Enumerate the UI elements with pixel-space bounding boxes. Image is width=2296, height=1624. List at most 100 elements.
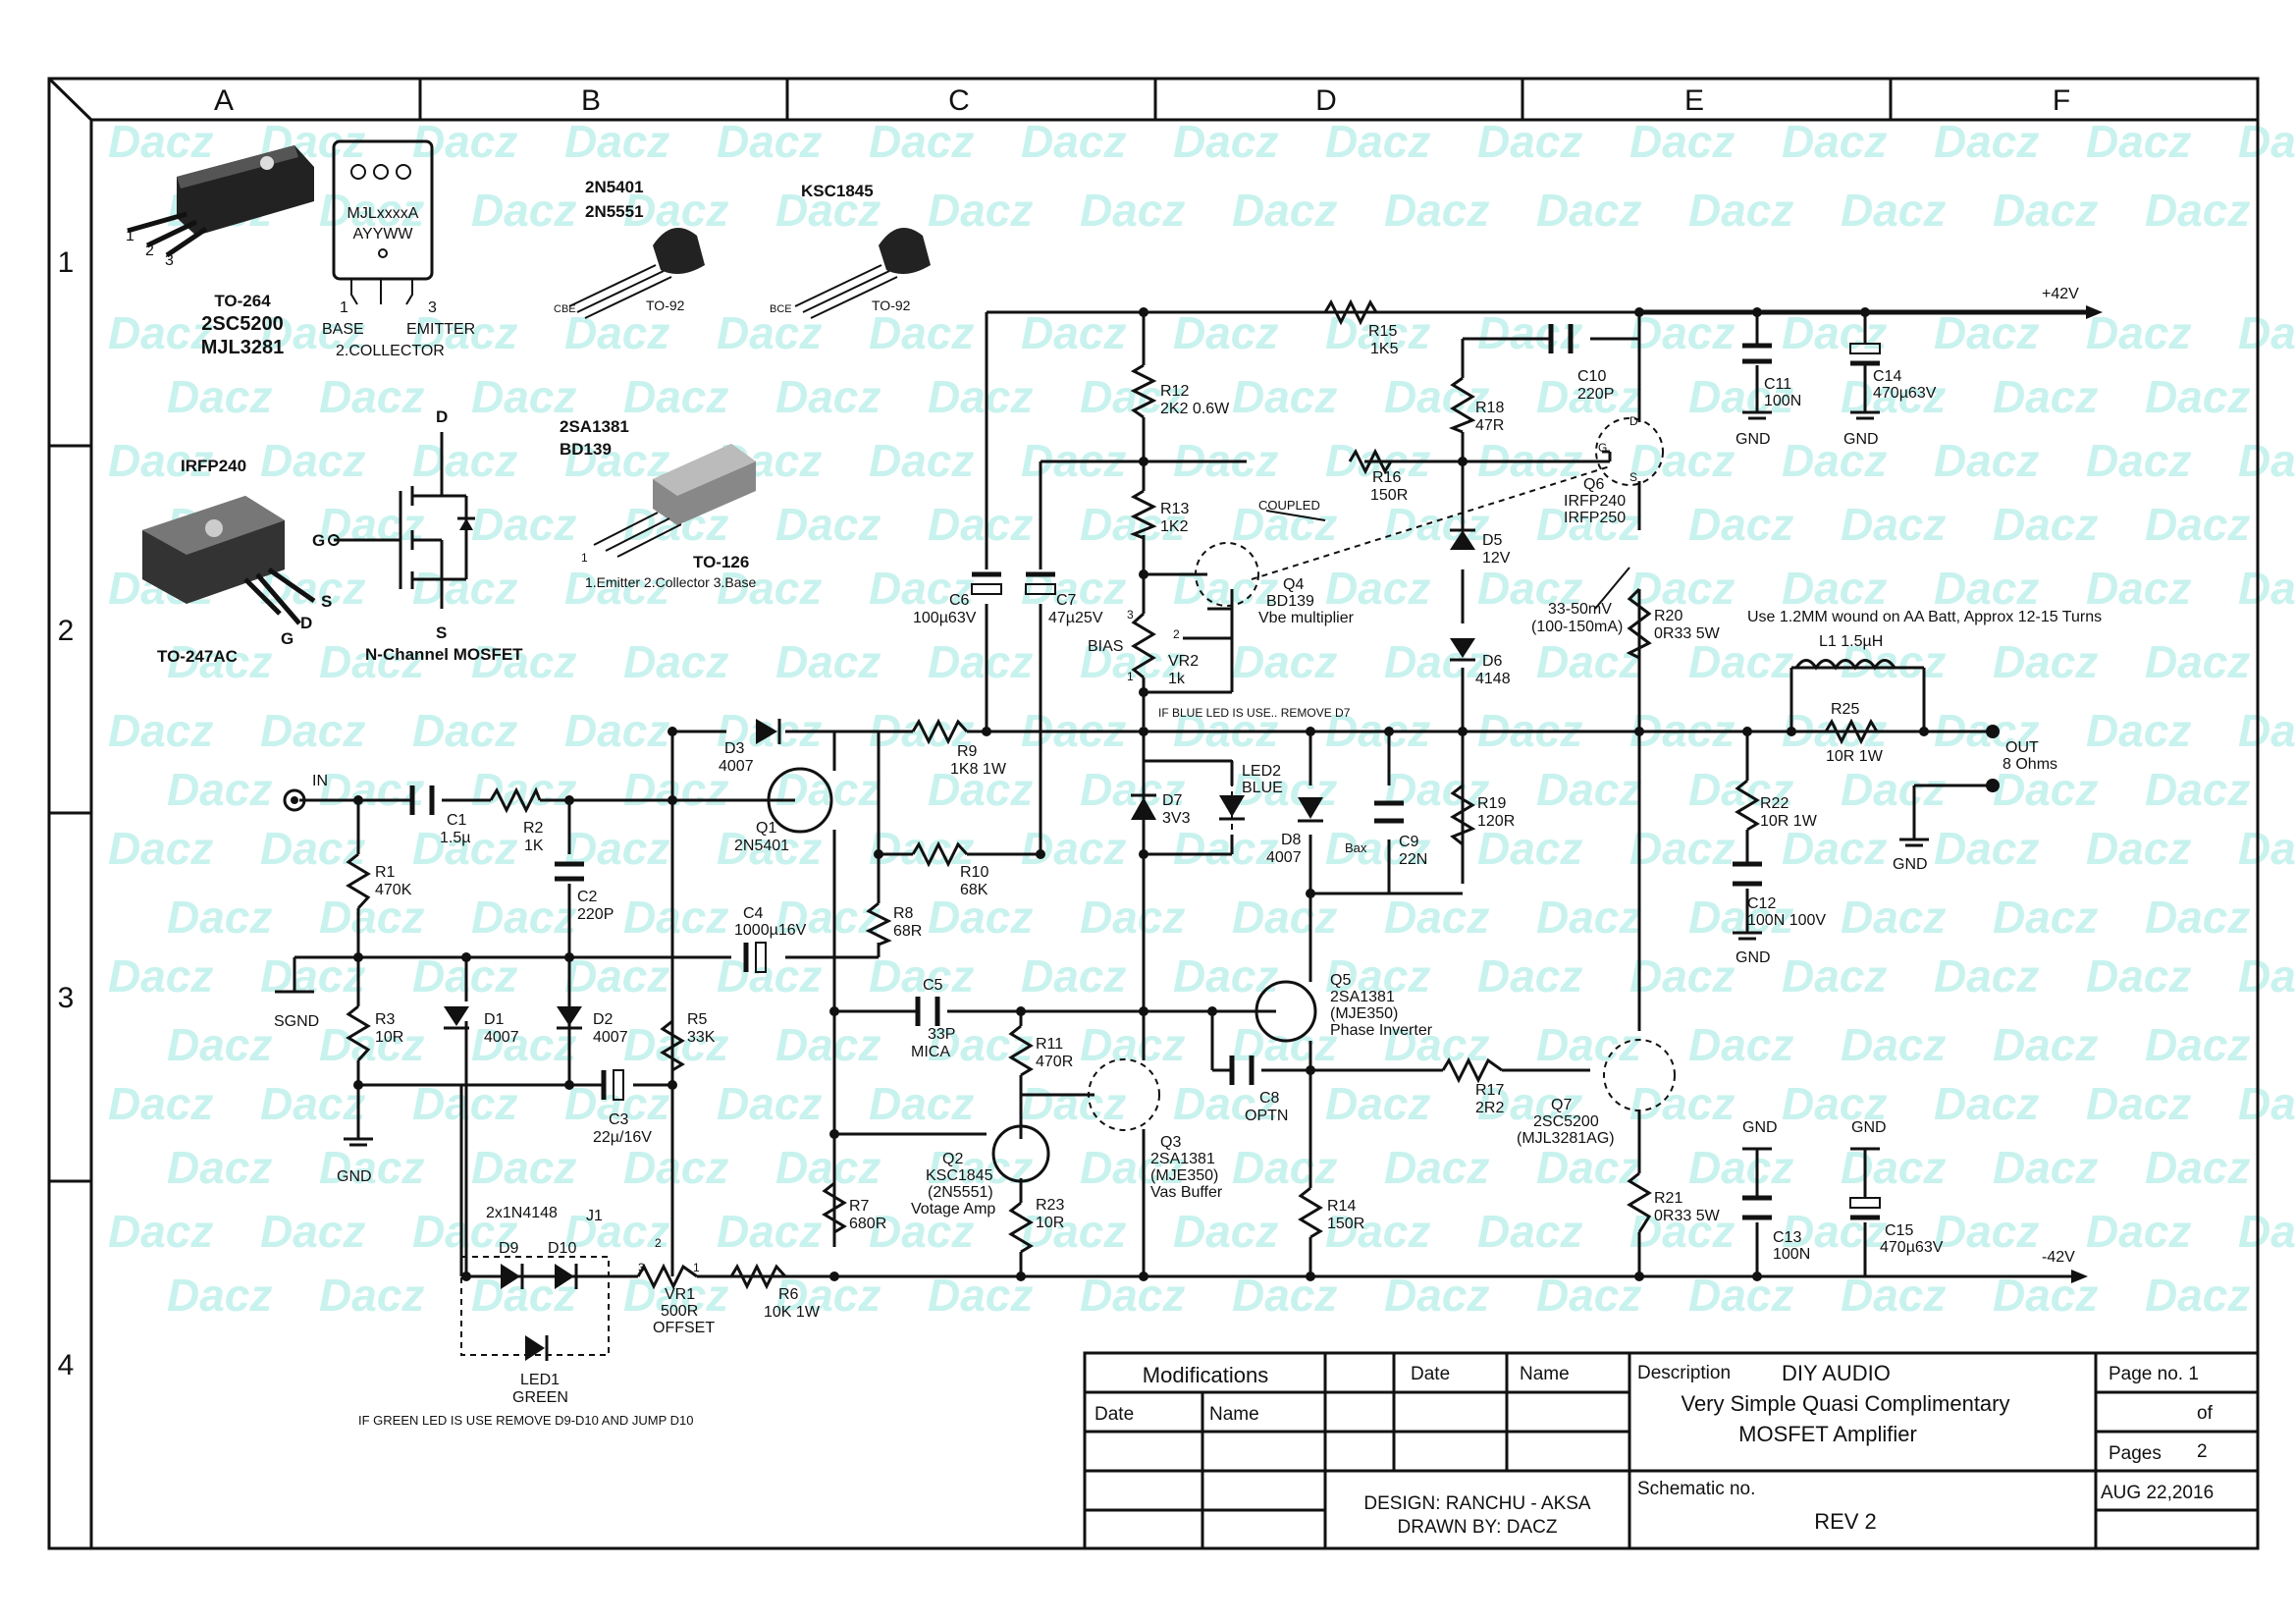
watermark-text: Dacz <box>928 636 1033 687</box>
r15-val: 1K5 <box>1370 341 1399 357</box>
watermark-text: Dacz <box>869 307 974 358</box>
col-c: C <box>948 84 970 117</box>
to92a-pkg: TO-92 <box>646 298 685 313</box>
q4-val: BD139 <box>1266 593 1314 610</box>
c14-ref: C14 <box>1873 368 1901 385</box>
watermark-text: Dacz <box>869 435 974 486</box>
r7-ref: R7 <box>849 1198 870 1215</box>
watermark-text: Dacz <box>319 892 424 943</box>
c15-ref: C15 <box>1885 1222 1913 1239</box>
watermark-text: Dacz <box>108 950 213 1001</box>
tb-rev: REV 2 <box>1814 1509 1877 1534</box>
watermark-text: Dacz <box>2086 950 2191 1001</box>
watermark-text: Dacz <box>319 185 424 236</box>
to126-pin1: 1 <box>581 551 588 565</box>
watermark-text: Dacz <box>2238 1078 2296 1129</box>
r6-val: 10K 1W <box>764 1304 821 1321</box>
watermark-text: Dacz <box>1173 950 1278 1001</box>
c9-val: 22N <box>1399 851 1427 868</box>
label-gnd-c13: GND <box>1742 1119 1778 1136</box>
d6-ref: D6 <box>1482 653 1503 670</box>
q6-val2: IRFP250 <box>1564 510 1626 526</box>
watermark-text: Dacz <box>1688 1142 1793 1193</box>
watermark-text: Dacz <box>1536 636 1641 687</box>
watermark-text: Dacz <box>1021 950 1126 1001</box>
watermark-text: Dacz <box>1325 950 1430 1001</box>
watermark-text: Dacz <box>564 705 669 756</box>
watermark-text: Dacz <box>167 636 272 687</box>
q4-role: Vbe multiplier <box>1258 610 1355 626</box>
watermark-text: Dacz <box>1629 116 1735 167</box>
r20-ref: R20 <box>1654 608 1682 624</box>
watermark-text: Dacz <box>108 307 213 358</box>
watermark-text: Dacz <box>1232 185 1337 236</box>
watermark-text: Dacz <box>319 1142 424 1193</box>
watermark-text: Dacz <box>108 823 213 874</box>
to247-d: D <box>300 614 312 632</box>
watermark-text: Dacz <box>2238 950 2296 1001</box>
d8-ref: D8 <box>1281 832 1302 848</box>
label-green-note: IF GREEN LED IS USE REMOVE D9-D10 AND JU… <box>358 1413 693 1428</box>
watermark-text: Dacz <box>1934 116 2039 167</box>
r18-val: 47R <box>1475 417 1504 434</box>
r11-ref: R11 <box>1036 1036 1063 1053</box>
watermark-text: Dacz <box>1934 1206 2039 1257</box>
watermark-text: Dacz <box>471 892 576 943</box>
watermark-text: Dacz <box>1384 185 1489 236</box>
tb-date-value: AUG 22,2016 <box>2101 1483 2214 1503</box>
label-plus42: +42V <box>2042 286 2079 302</box>
q3-val2: (MJE350) <box>1150 1167 1218 1184</box>
r19-ref: R19 <box>1477 795 1506 812</box>
package-to92-ksc1845: KSC1845 BCE TO-92 <box>770 182 931 319</box>
watermark-text: Dacz <box>1993 892 2098 943</box>
r5-ref: R5 <box>687 1011 708 1028</box>
watermark-text: Dacz <box>1021 823 1126 874</box>
watermark-text: Dacz <box>2145 499 2250 550</box>
tb-description-label: Description <box>1637 1363 1731 1383</box>
watermark-text: Dacz <box>319 1019 424 1070</box>
r13-ref: R13 <box>1160 501 1189 517</box>
watermark-text: Dacz <box>1782 1206 1887 1257</box>
watermark-text: Dacz <box>717 563 822 614</box>
watermark-text: Dacz <box>2086 1206 2191 1257</box>
tb-description-line2: MOSFET Amplifier <box>1738 1422 1917 1446</box>
watermark-text: Dacz <box>167 371 272 422</box>
label-bax: Bax <box>1345 840 1367 855</box>
watermark-text: Dacz <box>2145 636 2250 687</box>
watermark-text: Dacz <box>108 435 213 486</box>
r6-ref: R6 <box>778 1286 799 1303</box>
vr1-pin3: 3 <box>638 1261 645 1274</box>
watermark-text: Dacz <box>319 1270 424 1321</box>
watermark-text: Dacz <box>471 636 576 687</box>
r2-val: 1K <box>524 838 544 854</box>
vr2-ref: VR2 <box>1168 653 1199 670</box>
led2-ref: LED2 <box>1242 763 1281 780</box>
watermark-text: Dacz <box>623 636 728 687</box>
watermark-text: Dacz <box>1080 892 1185 943</box>
watermark-text: Dacz <box>1477 950 1582 1001</box>
watermark-text: Dacz <box>1993 1019 2098 1070</box>
watermark-text: Dacz <box>1629 307 1735 358</box>
watermark-text: Dacz <box>1384 1270 1489 1321</box>
d1-ref: D1 <box>484 1011 505 1028</box>
r20-val: 0R33 5W <box>1654 625 1721 642</box>
vr2-pin1: 1 <box>1127 670 1134 683</box>
r3-ref: R3 <box>375 1011 396 1028</box>
watermark-text: Dacz <box>1841 764 1946 815</box>
q2-role: Votage Amp <box>911 1201 995 1218</box>
q6-d: D <box>1629 414 1638 428</box>
watermark-text: Dacz <box>471 185 576 236</box>
to264-pin3: 3 <box>165 252 174 269</box>
row-3: 3 <box>58 982 75 1014</box>
watermark-text: Dacz <box>928 499 1033 550</box>
watermark-text: Dacz <box>260 307 365 358</box>
vr1-pin1: 1 <box>693 1261 700 1274</box>
q7-ref: Q7 <box>1551 1097 1572 1113</box>
tb-description-line1: Very Simple Quasi Complimentary <box>1681 1391 2009 1416</box>
c3-ref: C3 <box>609 1111 629 1128</box>
watermark-text: Dacz <box>1384 1142 1489 1193</box>
watermark-text: Dacz <box>1080 499 1185 550</box>
col-b: B <box>581 84 601 117</box>
q3-role: Vas Buffer <box>1150 1184 1223 1201</box>
